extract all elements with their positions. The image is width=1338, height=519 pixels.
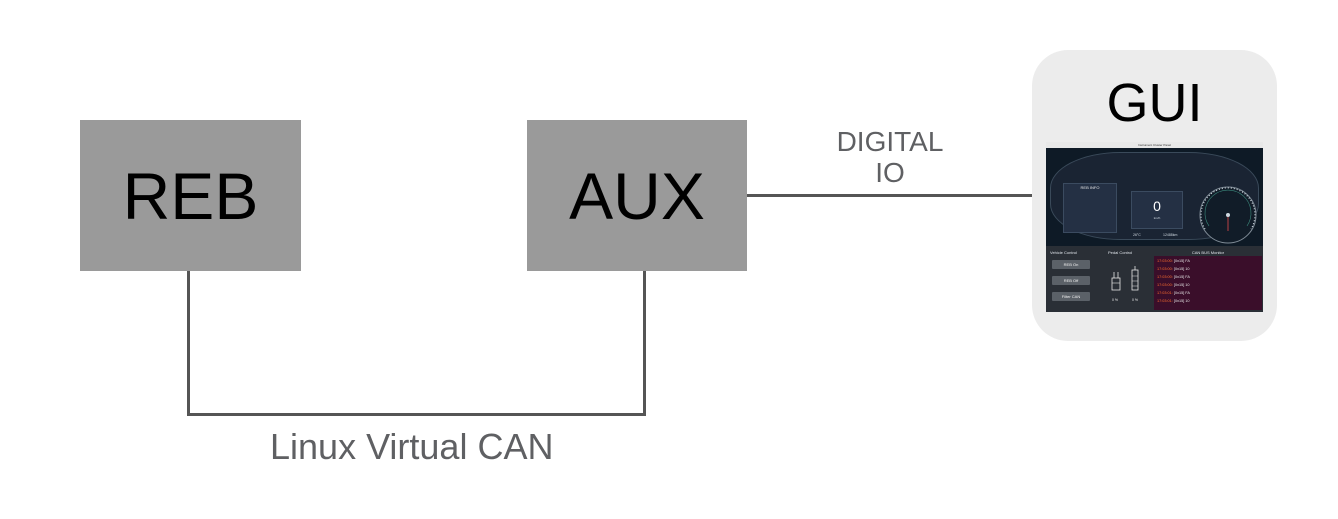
speed-unit: km/h [1153,216,1161,220]
reb-info-title: REB INFO [1080,185,1100,190]
cluster-bezel: REB INFO 0 km/h 26°C 12488km [1050,152,1259,244]
gui-node: GUI Instrument Cluster Panel REB INFO 0 … [1032,50,1277,341]
reb-off-button[interactable]: REB Off [1052,276,1090,285]
accelerator-pedal-percent: 0 % [1132,298,1139,302]
log-row: 17:03:00: [0x15] 10 [1157,283,1190,287]
log-row: 17:03:01: [0x15] FA [1157,291,1190,295]
brake-pedal-icon[interactable] [1110,270,1122,292]
log-row: 17:03:00: [0x15] FA [1157,259,1190,263]
reb-node: REB [80,120,301,271]
speed-value: 0 [1153,198,1161,214]
log-row: 17:03:00: [0x15] 10 [1157,267,1190,271]
pedal-control-title: Pedal Control [1108,250,1133,255]
reb-down-connector [187,271,190,416]
can-monitor-title: CAN BUS Monitor [1191,250,1225,255]
filter-can-button[interactable]: Filter CAN [1052,292,1090,301]
odometer-readout: 12488km [1163,233,1178,237]
reb-on-button[interactable]: REB On [1052,260,1090,269]
app-window-title: Instrument Cluster Panel [1046,142,1263,148]
can-monitor-log: 17:03:00: [0x15] FA 17:03:00: [0x15] 10 … [1154,256,1262,310]
instrument-cluster: REB INFO 0 km/h 26°C 12488km [1046,148,1263,246]
reb-info-panel: REB INFO [1063,183,1117,233]
gui-app-screenshot: Instrument Cluster Panel REB INFO 0 km/h… [1046,142,1263,312]
brake-pedal-percent: 0 % [1112,298,1119,302]
log-row: 17:03:00: [0x15] FA [1157,275,1190,279]
log-row: 17:03:01: [0x15] 10 [1157,299,1190,303]
digital-io-label-line2: IO [875,157,905,188]
vehicle-control-title: Vehicle Control [1050,250,1077,255]
digital-io-label: DIGITAL IO [820,126,960,188]
digital-io-connector [747,194,1032,197]
speedometer-gauge [1199,186,1257,244]
can-bus-connector [187,413,646,416]
accelerator-pedal-icon[interactable] [1130,266,1140,292]
gui-node-label: GUI [1106,73,1203,133]
temperature-readout: 26°C [1133,233,1141,237]
aux-node: AUX [527,120,747,271]
can-connection-label: Linux Virtual CAN [270,426,554,467]
aux-node-label: AUX [569,158,705,233]
speed-display: 0 km/h [1131,191,1183,229]
aux-down-connector [643,271,646,416]
reb-node-label: REB [122,158,259,233]
control-panel: Vehicle Control REB On REB Off Filter CA… [1046,246,1263,312]
digital-io-label-line1: DIGITAL [836,126,944,157]
